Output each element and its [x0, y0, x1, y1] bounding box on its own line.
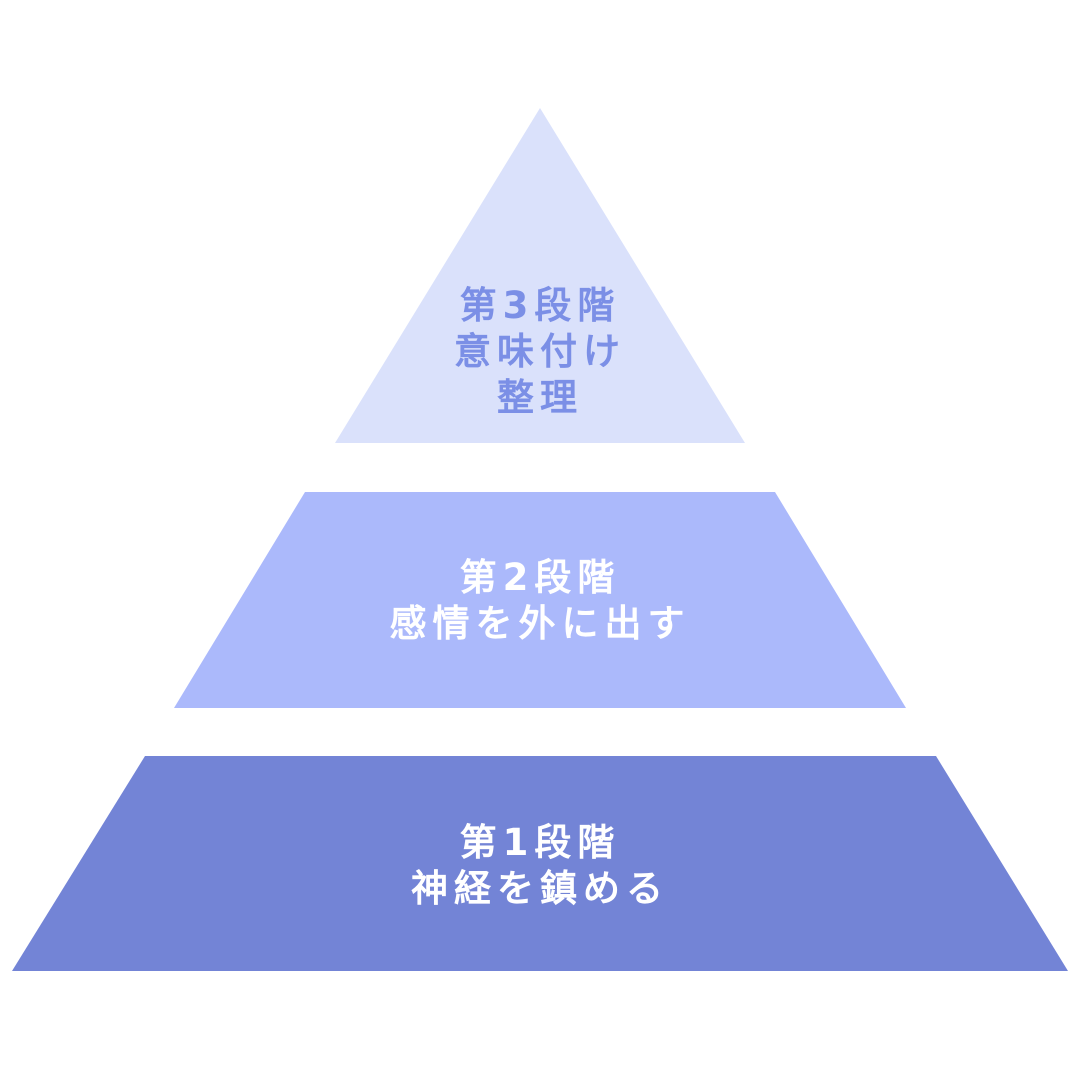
tier-3-description-line-2: 整理	[497, 376, 583, 419]
tier-3-stage: 第3段階	[459, 284, 621, 327]
tier-1-stage: 第1段階	[459, 821, 621, 864]
tier-1-trapezoid	[12, 756, 1068, 971]
tier-3-triangle	[335, 108, 745, 443]
tier-2-label: 第2段階 感情を外に出す	[0, 555, 1080, 647]
tier-2-description: 感情を外に出す	[389, 602, 691, 645]
tier-2-stage: 第2段階	[459, 556, 621, 599]
tier-2-trapezoid	[174, 492, 906, 708]
tier-1-label: 第1段階 神経を鎮める	[0, 820, 1080, 912]
tier-3-label: 第3段階 意味付け 整理	[0, 283, 1080, 421]
tier-3-description-line-1: 意味付け	[454, 330, 626, 373]
tier-1-description: 神経を鎮める	[411, 867, 669, 910]
